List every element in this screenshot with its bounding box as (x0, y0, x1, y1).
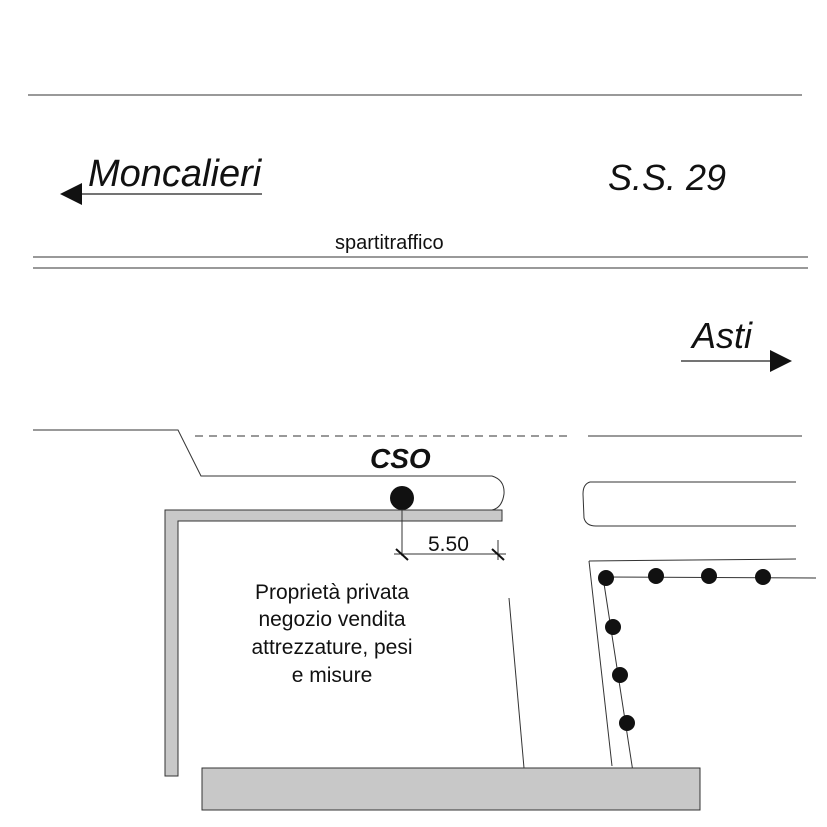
arrow-right-icon (681, 350, 792, 372)
property-line-3: attrezzature, pesi (251, 636, 412, 659)
road-west-label: Moncalieri (88, 153, 263, 195)
pole-icon (755, 569, 771, 585)
property-line-1: Proprietà privata (255, 581, 409, 604)
site-code-label: CSO (370, 443, 431, 474)
property-line-2: negozio vendita (258, 608, 405, 631)
pole-icon (605, 619, 621, 635)
road-name-label: S.S. 29 (608, 157, 726, 198)
dimension-line (394, 510, 506, 561)
road-edge-south-west (33, 429, 505, 511)
pole-icon (598, 570, 614, 586)
site-marker-icon (390, 486, 414, 510)
traffic-island-east (582, 481, 796, 527)
property-wall (164, 509, 503, 777)
median-label: spartitraffico (335, 232, 444, 254)
side-road-edge-west (508, 597, 525, 769)
dimension-label: 5.50 (428, 533, 469, 556)
pole-icon (612, 667, 628, 683)
pole-icon (619, 715, 635, 731)
side-road-edge-east-outer (588, 560, 613, 767)
pole-icon (701, 568, 717, 584)
pole-icon (648, 568, 664, 584)
road-east-label: Asti (690, 315, 753, 356)
property-line-4: e misure (292, 664, 373, 687)
building-south (201, 767, 701, 811)
arrow-left-icon (60, 183, 262, 205)
side-road-top-outer (588, 558, 797, 562)
